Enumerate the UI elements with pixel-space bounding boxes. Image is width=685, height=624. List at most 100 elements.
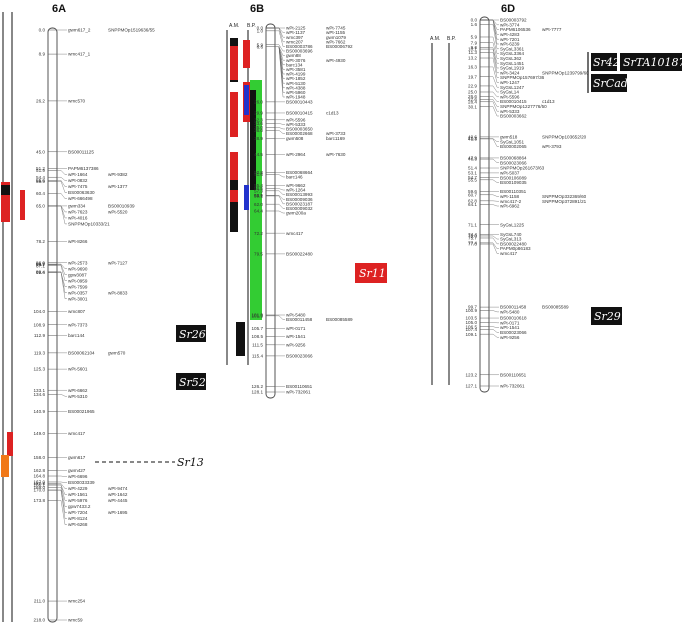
marker-name: BS00063630 (68, 190, 95, 195)
marker-connector (57, 487, 67, 507)
marker-name: BS00110351 (500, 189, 527, 194)
marker-name: wPt-9256 (286, 342, 306, 347)
marker-name: BS00106089 (500, 175, 527, 180)
gene-box-srta10187 (620, 53, 682, 71)
marker-name-secondary: wPt-8833 (108, 290, 128, 295)
marker-connector (57, 177, 67, 181)
marker-connector (275, 46, 285, 98)
marker-connector (57, 489, 67, 519)
marker-position: 74.4 (468, 232, 477, 237)
marker-position: 89.4 (36, 270, 45, 275)
marker-position: 173.8 (34, 498, 46, 503)
marker-position: 162.8 (34, 468, 46, 473)
am-6b-red-1 (230, 46, 238, 80)
marker-position: 75.0 (468, 234, 477, 239)
marker-position: 59.1 (254, 194, 263, 199)
marker-position: 134.6 (34, 392, 46, 397)
marker-name: BS00010443 (286, 99, 313, 104)
marker-position: 51.4 (468, 166, 477, 171)
marker-name: wPt-4229 (68, 486, 88, 491)
marker-connector (275, 44, 285, 52)
chromosome-6a (47, 27, 58, 623)
marker-name: BS00062104 (68, 350, 95, 355)
marker-name: BS00003786 (286, 44, 313, 49)
marker-connector (57, 272, 67, 287)
marker-name-secondary: barc1169 (326, 136, 345, 141)
marker-position: 11.3 (468, 50, 477, 55)
marker-name: BS00009036 (286, 197, 313, 202)
marker-name-secondary: wPt-3733 (326, 131, 346, 136)
marker-name: wPt-2964 (286, 152, 306, 157)
marker-name: wPt-3076 (286, 58, 306, 63)
gene-label-srcad: SrCad (593, 77, 628, 90)
marker-name: SyGsL14 (500, 90, 519, 95)
marker-name: barc144 (68, 333, 85, 338)
marker-name: wPt-3774 (500, 22, 520, 27)
gene-box-sr11 (355, 263, 387, 283)
marker-connector (275, 174, 285, 178)
marker-connector (489, 106, 499, 117)
marker-name: BS00110651 (500, 372, 527, 377)
marker-position: 164.8 (34, 474, 46, 479)
marker-name: BS00003696 (286, 49, 313, 54)
marker-connector (57, 394, 67, 397)
marker-name: SyGsL362 (500, 56, 522, 61)
marker-name: PAPM6137386 (68, 166, 99, 171)
marker-connector (489, 242, 499, 249)
marker-position: 1.0 (257, 28, 264, 33)
marker-name: SyGsL740 (500, 232, 522, 237)
marker-connector (489, 194, 499, 197)
marker-name: wPt-7623 (68, 210, 88, 215)
marker-connector (57, 483, 67, 489)
marker-connector (489, 48, 499, 69)
marker-name: wmc417 (68, 431, 86, 436)
am-block-6a-red (1, 182, 10, 222)
marker-connector (275, 315, 285, 320)
gene-label-sr42: Sr42 (593, 56, 620, 69)
marker-position: 32.3 (254, 117, 263, 122)
marker-name: SNPPMOp261673/63 (500, 166, 545, 171)
bp-6b-blue-1 (244, 85, 249, 115)
marker-position: 60.4 (36, 191, 45, 196)
gene-label-sr26: Sr26 (179, 328, 206, 341)
marker-connector (489, 57, 499, 78)
marker-connector (489, 179, 499, 183)
marker-position: 54.7 (468, 175, 477, 180)
marker-position: 33.6 (254, 121, 263, 126)
marker-name: wPt-1664 (68, 172, 88, 177)
marker-name: BS00110651 (286, 384, 313, 389)
marker-name-secondary: wPt-7630 (326, 152, 346, 157)
am-block-6a-black (1, 185, 10, 195)
marker-position: 55.6 (36, 178, 45, 183)
marker-name: wPt-4199 (286, 72, 306, 77)
marker-name: wmc207 (286, 39, 304, 44)
marker-position: 108.9 (34, 322, 46, 327)
am-6b-black-4 (236, 322, 245, 356)
marker-name: wmc417 (500, 251, 518, 256)
marker-position: 10.1 (468, 47, 477, 52)
marker-name: wPt-5480 (286, 313, 306, 318)
marker-connector (489, 96, 499, 102)
gene-label-sr11: Sr11 (359, 267, 386, 280)
header-bp-6d: B.P. (447, 36, 456, 42)
marker-position: 36.0 (254, 128, 263, 133)
marker-connector (489, 235, 499, 240)
marker-name: SyGsL3361 (500, 46, 524, 51)
marker-connector (275, 27, 285, 42)
marker-name: wPt-5037 (500, 171, 520, 176)
marker-name: wPt-7201 (500, 37, 520, 42)
marker-connector (489, 158, 499, 163)
marker-position: 26.2 (36, 99, 45, 104)
marker-connector (275, 195, 285, 200)
marker-name: wPt-666498 (68, 196, 93, 201)
marker-name: BS00109035 (500, 180, 527, 185)
marker-connector (57, 263, 67, 269)
marker-connector (57, 481, 67, 483)
marker-name: wPt-3581 (286, 67, 306, 72)
marker-name: wPt-0171 (286, 326, 306, 331)
marker-position: 53.1 (468, 171, 477, 176)
marker-connector (489, 204, 499, 207)
marker-ticks-6b (266, 27, 285, 393)
marker-name-secondary: c1d13 (326, 111, 339, 116)
